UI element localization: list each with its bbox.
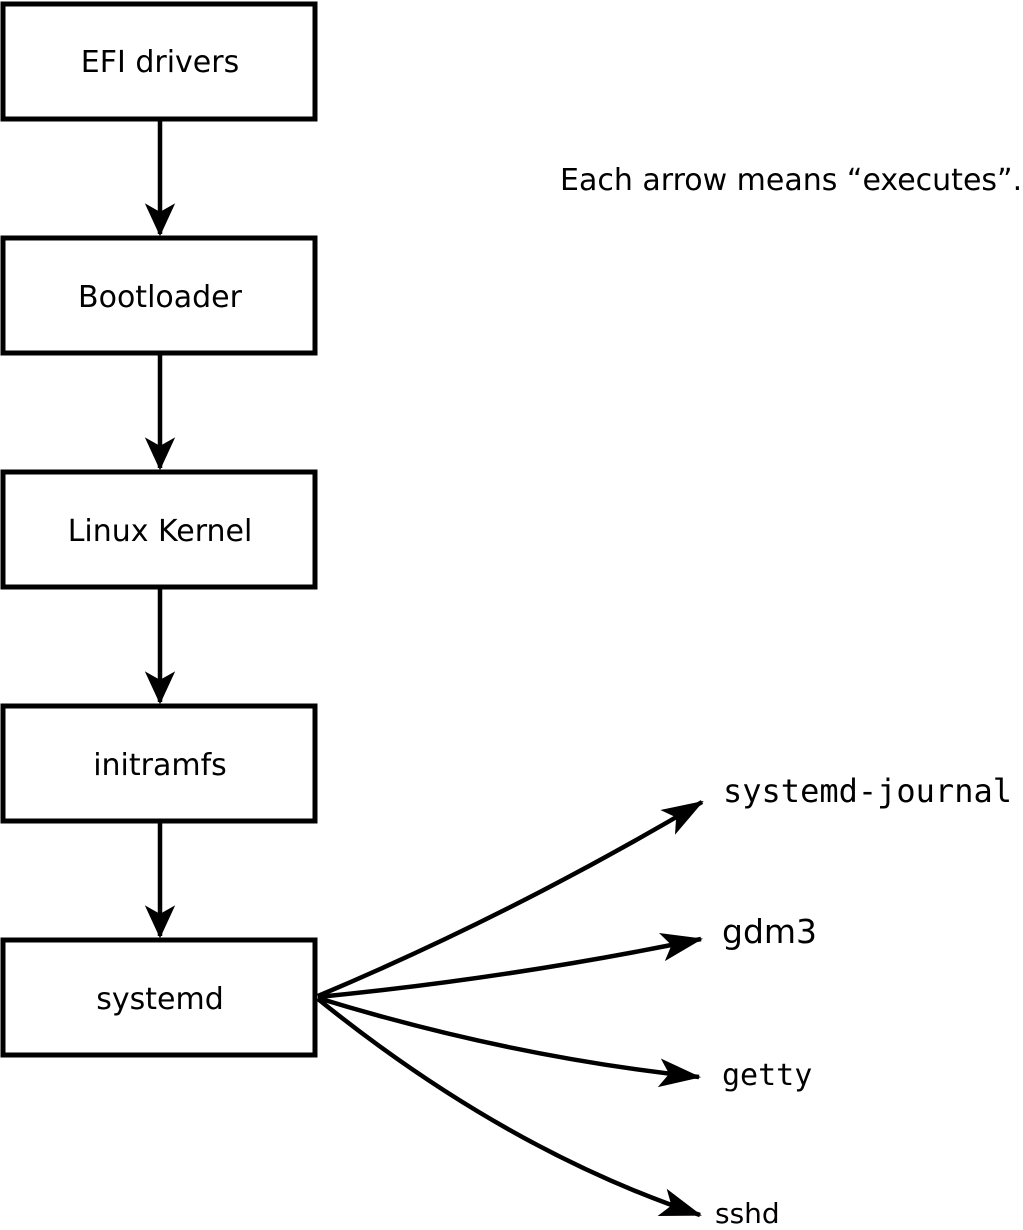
- arrow-systemd-to-systemd-journal: [317, 800, 704, 999]
- node-box-systemd: [0, 937, 318, 1058]
- node-label-linux-kernel: Linux Kernel: [68, 514, 253, 549]
- node-label-bootloader: Bootloader: [78, 280, 243, 315]
- node-linux-kernel: Linux Kernel: [0, 469, 318, 590]
- node-box-initramfs: [0, 703, 318, 824]
- node-efi-drivers: EFI drivers: [0, 1, 318, 122]
- target-label-systemd-journal: systemd-journal: [723, 772, 1012, 810]
- arrow-legend-note: Each arrow means “executes”.: [560, 163, 1022, 198]
- arrow-systemd-to-getty: [317, 995, 702, 1088]
- target-label-sshd: sshd: [715, 1197, 780, 1230]
- target-label-getty: getty: [722, 1058, 812, 1093]
- node-systemd: systemd: [0, 937, 318, 1058]
- node-initramfs: initramfs: [0, 703, 318, 824]
- node-label-efi-drivers: EFI drivers: [81, 45, 239, 80]
- target-label-gdm3: gdm3: [722, 912, 817, 951]
- node-label-initramfs: initramfs: [93, 748, 227, 783]
- node-box-linux-kernel: [0, 469, 318, 590]
- node-label-systemd: systemd: [96, 982, 224, 1017]
- node-bootloader: Bootloader: [0, 235, 318, 356]
- node-box-efi-drivers: [0, 1, 318, 122]
- arrow-systemd-to-gdm3: [317, 933, 704, 1000]
- arrow-systemd-to-sshd: [316, 997, 702, 1218]
- node-box-bootloader: [0, 235, 318, 356]
